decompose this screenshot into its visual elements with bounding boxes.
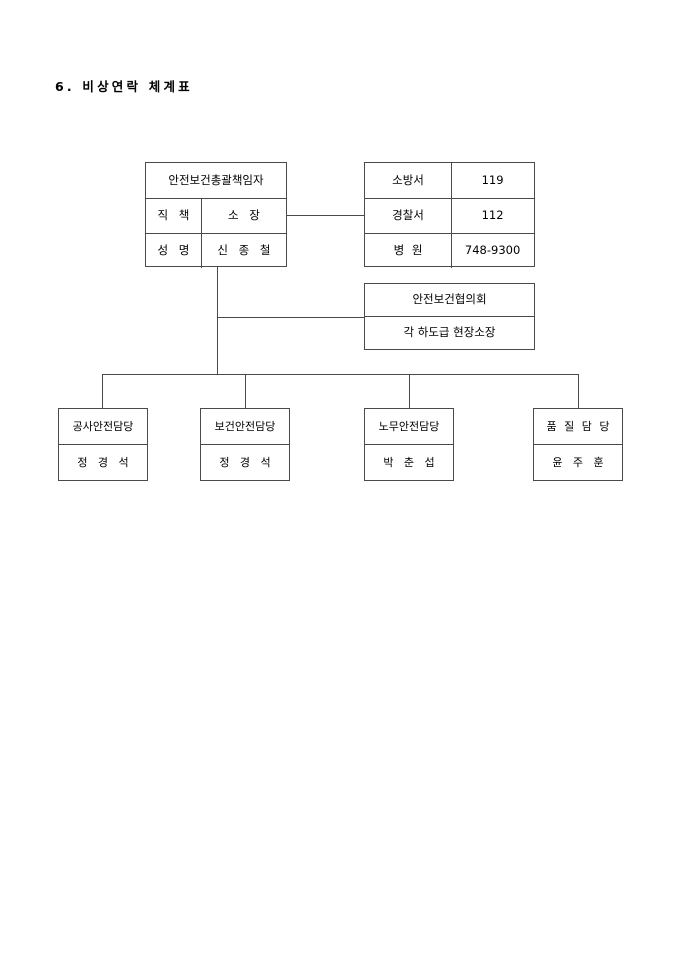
contact-number-police: 112: [451, 199, 533, 233]
department-role: 공사안전담당: [72, 420, 134, 434]
department-role-row: 보건안전담당: [201, 409, 289, 444]
department-name: 윤 주 훈: [552, 455, 608, 469]
safety-council-box: 안전보건협의회 각 하도급 현장소장: [364, 283, 535, 350]
contact-number-hospital: 748-9300: [451, 234, 533, 268]
department-name: 박 춘 섭: [383, 455, 439, 469]
safety-manager-box: 안전보건총괄책임자 직 책 소 장 성 명 신 종 철: [145, 162, 287, 268]
connector-trunk-to-council: [217, 316, 364, 318]
department-box-health-safety: 보건안전담당 정 경 석: [200, 408, 290, 481]
department-name-row: 박 춘 섭: [365, 444, 453, 479]
department-name-row: 정 경 석: [201, 444, 289, 479]
department-box-construction-safety: 공사안전담당 정 경 석: [58, 408, 148, 481]
position-value: 소 장: [200, 199, 286, 233]
table-row: 소방서 119: [365, 163, 534, 198]
connector-trunk-vertical: [216, 267, 218, 375]
safety-manager-position-row: 직 책 소 장: [146, 198, 286, 233]
name-label: 성 명: [157, 243, 193, 258]
contact-org-fire: 소방서: [392, 172, 424, 187]
department-name: 정 경 석: [77, 455, 133, 469]
council-heading-row: 안전보건협의회: [365, 284, 534, 316]
contact-number-fire: 119: [451, 163, 533, 198]
table-row: 경찰서 112: [365, 198, 534, 233]
emergency-contacts-table: 소방서 119 경찰서 112 병 원 748-9300: [364, 162, 535, 268]
safety-manager-heading: 안전보건총괄책임자: [168, 172, 264, 187]
connector-manager-to-contacts: [287, 214, 364, 216]
table-row: 병 원 748-9300: [365, 233, 534, 268]
department-name-row: 윤 주 훈: [534, 444, 622, 479]
department-box-labor-safety: 노무안전담당 박 춘 섭: [364, 408, 454, 481]
connector-drop-department-1: [102, 374, 104, 408]
department-box-quality: 품 질 담 당 윤 주 훈: [533, 408, 623, 481]
council-subheading-row: 각 하도급 현장소장: [365, 316, 534, 348]
department-role: 품 질 담 당: [546, 420, 612, 434]
connector-drop-department-4: [577, 374, 579, 408]
page-title: 6. 비상연락 체계표: [55, 79, 193, 94]
department-name-row: 정 경 석: [59, 444, 147, 479]
council-heading: 안전보건협의회: [412, 292, 487, 307]
contact-org-hospital: 병 원: [393, 243, 425, 258]
connector-drop-department-2: [244, 374, 246, 408]
name-value: 신 종 철: [200, 234, 286, 268]
department-role: 보건안전담당: [214, 420, 276, 434]
department-name: 정 경 석: [219, 455, 275, 469]
connector-drop-department-3: [408, 374, 410, 408]
safety-manager-name-row: 성 명 신 종 철: [146, 233, 286, 268]
department-role-row: 노무안전담당: [365, 409, 453, 444]
council-subheading: 각 하도급 현장소장: [403, 324, 496, 339]
department-role-row: 품 질 담 당: [534, 409, 622, 444]
department-role: 노무안전담당: [378, 420, 440, 434]
connector-department-bus: [102, 374, 579, 376]
position-label: 직 책: [157, 208, 193, 223]
safety-manager-heading-row: 안전보건총괄책임자: [146, 163, 286, 198]
contact-org-police: 경찰서: [392, 208, 424, 223]
department-role-row: 공사안전담당: [59, 409, 147, 444]
